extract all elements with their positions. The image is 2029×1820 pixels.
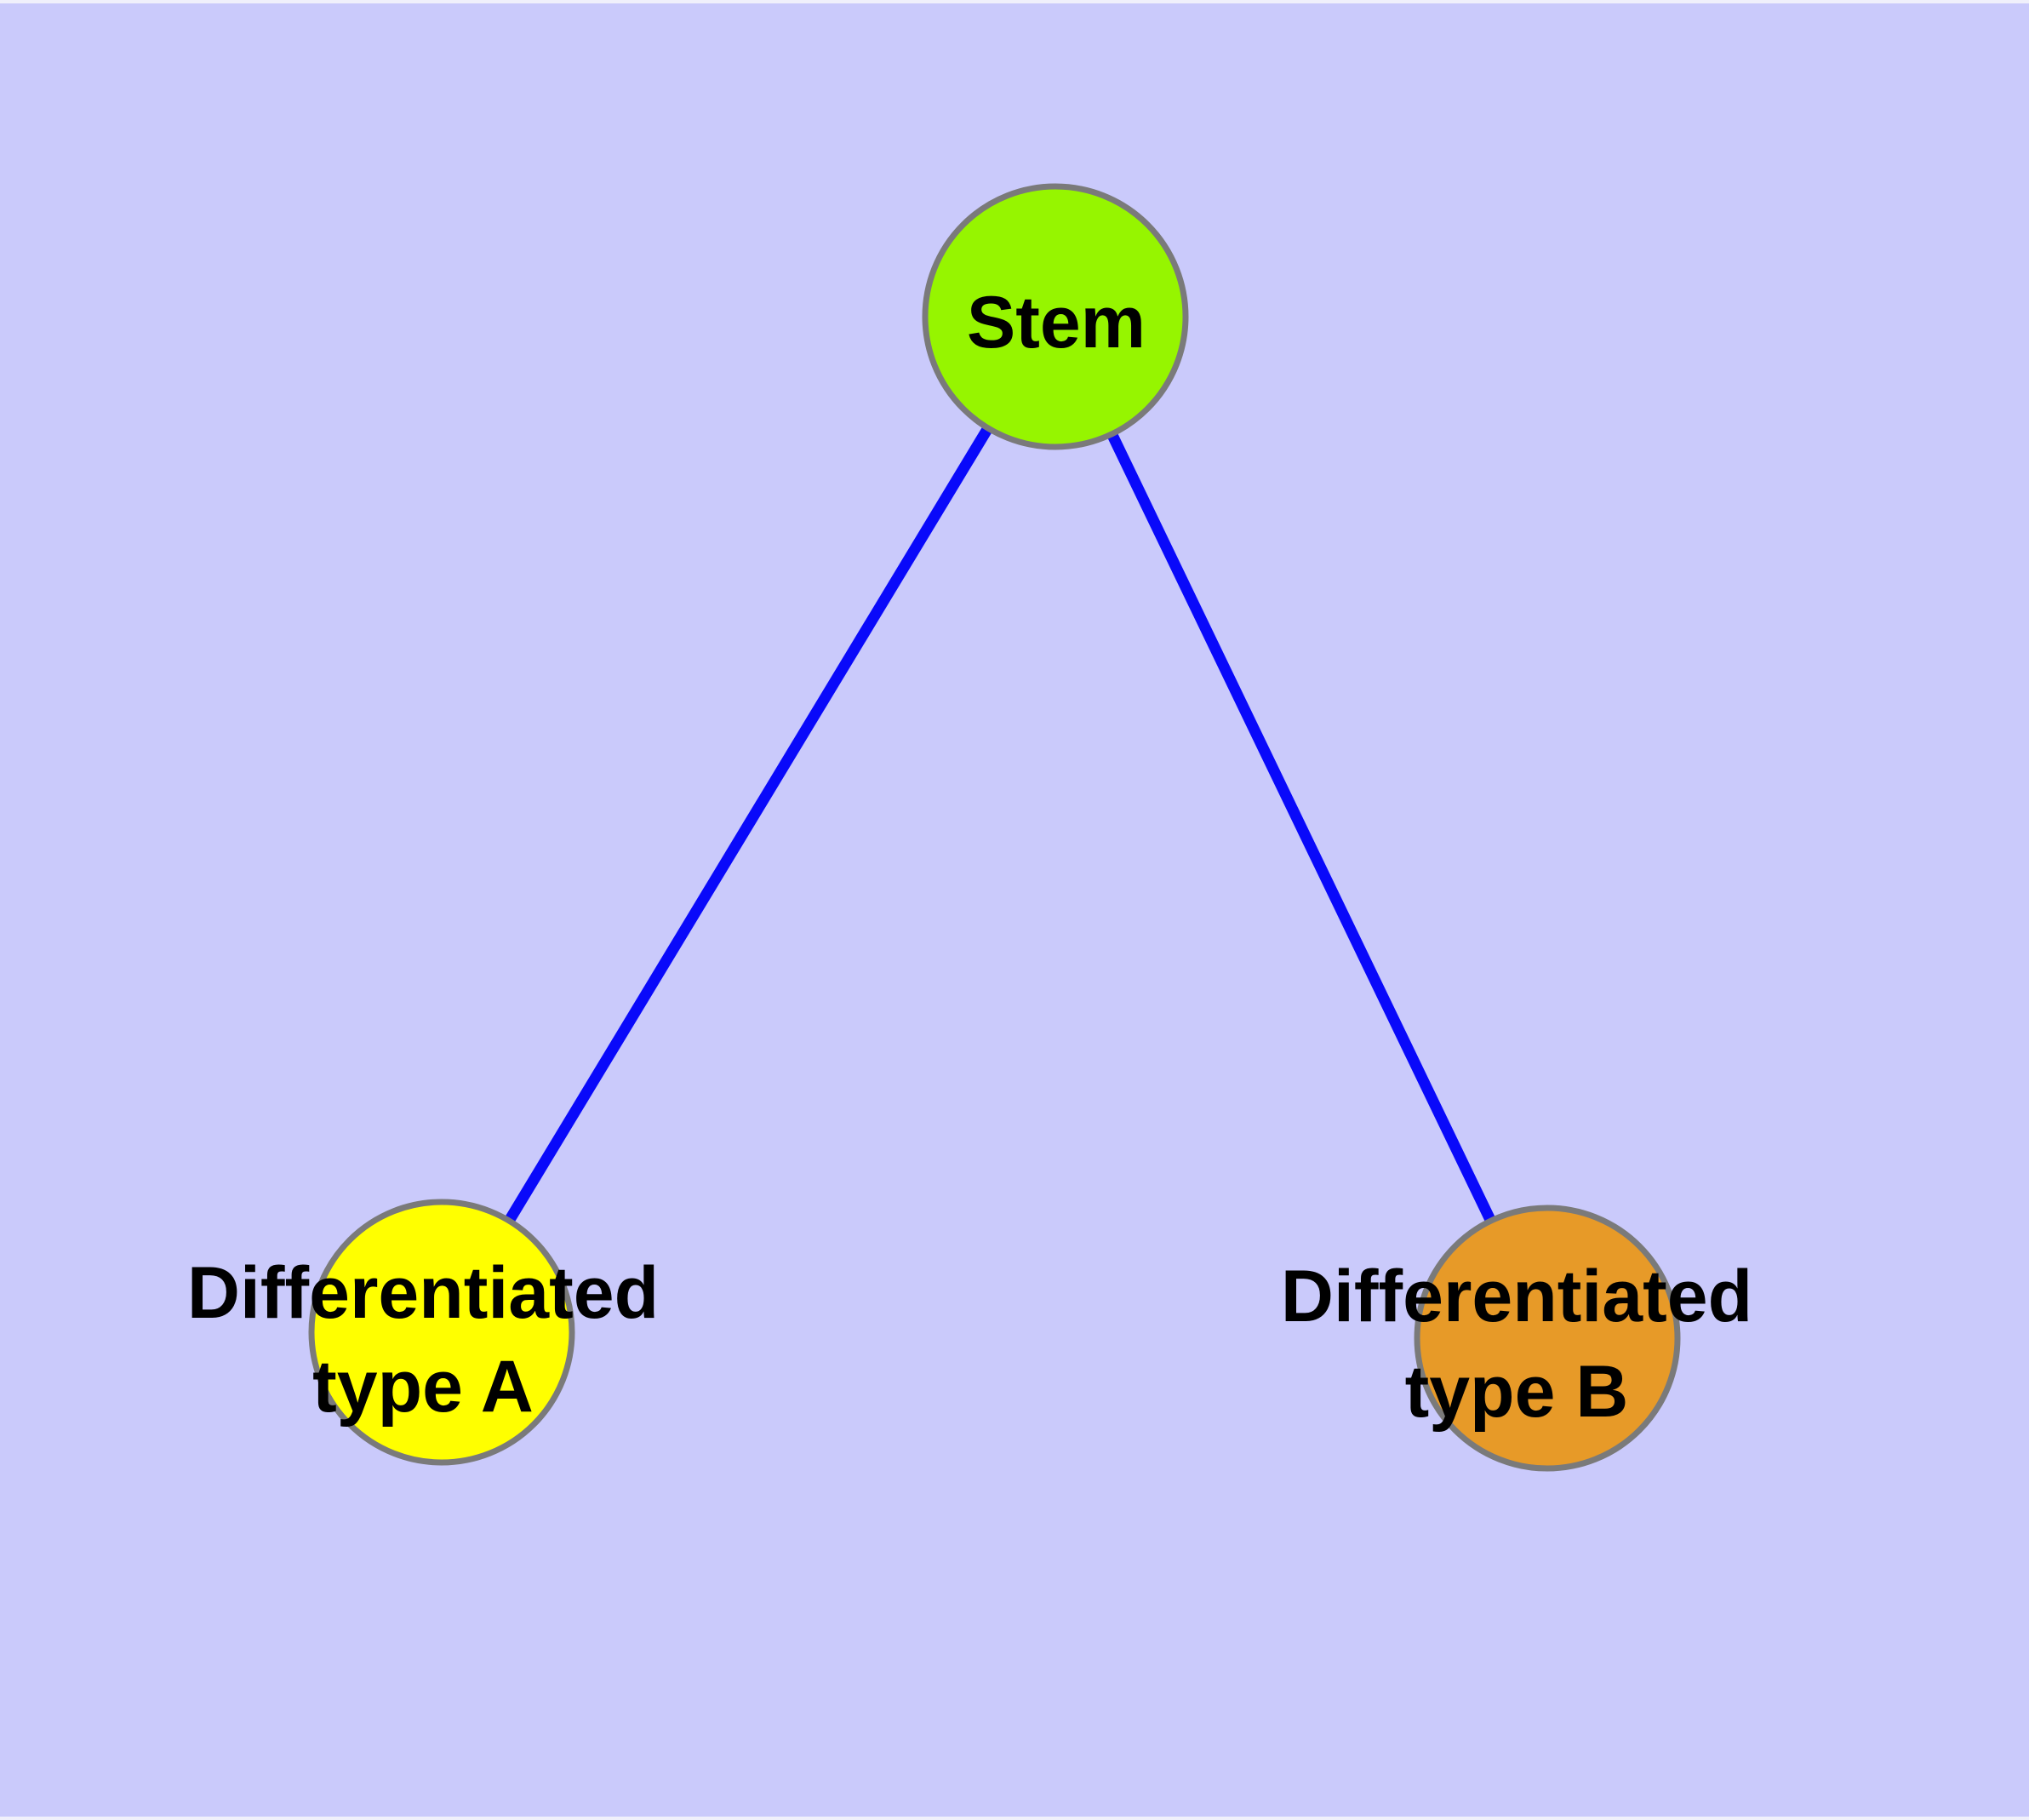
edge-stem-to-type-b [1050,314,1552,1341]
node-stem [922,183,1189,450]
edge-stem-to-type-a [437,313,1060,1336]
node-stem-label: Stem [967,282,1146,363]
node-differentiated-type-b [1414,1205,1681,1472]
node-type-a-label-line2: type A [312,1346,534,1428]
node-type-a-label-line1: Differentiated [187,1252,659,1334]
node-type-b-label-line1: Differentiated [1281,1256,1752,1337]
bottom-edge-strip [0,1817,2029,1820]
top-edge-strip [0,0,2029,3]
node-type-b-label-line2: type B [1405,1351,1629,1433]
node-differentiated-type-a [308,1199,575,1466]
